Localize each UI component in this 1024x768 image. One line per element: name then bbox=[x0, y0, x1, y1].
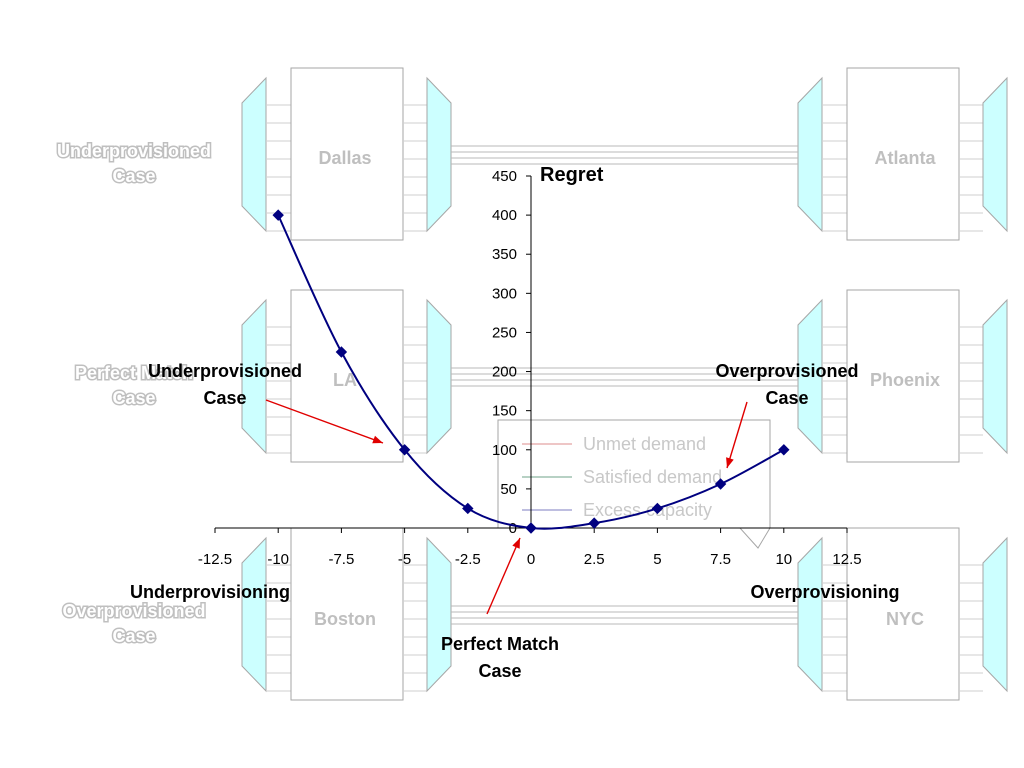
city-label: Dallas bbox=[318, 148, 371, 168]
x-tick-group: -12.5 -10 -7.5 -5 -2.5 0 2.5 5 7.5 10 12.5 bbox=[198, 528, 862, 568]
y-tick-label: 50 bbox=[500, 481, 517, 498]
left-switch-panel-b-1 bbox=[426, 298, 452, 455]
right-switch-panel-b-0 bbox=[982, 76, 1008, 233]
y-tick-label: 200 bbox=[492, 364, 517, 381]
city-label: Phoenix bbox=[870, 370, 940, 390]
perfect-case-arrow bbox=[486, 537, 521, 615]
over-case-arrow bbox=[726, 401, 748, 469]
background-case-label: Case bbox=[112, 626, 155, 646]
left-ports-a-0 bbox=[267, 104, 291, 232]
right-ports-a-2 bbox=[823, 564, 847, 692]
y-tick-label: 0 bbox=[509, 520, 517, 537]
legend-item: Unmet demand bbox=[583, 434, 706, 454]
y-tick-label: 400 bbox=[492, 207, 517, 224]
data-point-marker bbox=[525, 522, 537, 534]
link-bundle-1 bbox=[451, 367, 798, 387]
x-tick-label: 10 bbox=[775, 551, 792, 568]
data-point-marker bbox=[398, 444, 411, 456]
x-tick-label: 2.5 bbox=[584, 551, 605, 568]
right-switch-panel-b-1 bbox=[982, 298, 1008, 455]
x-tick-label: -2.5 bbox=[455, 551, 481, 568]
y-axis-title: Regret bbox=[540, 164, 604, 186]
left-city-box-1 bbox=[290, 289, 404, 463]
perfect-case-label-line1: Perfect Match bbox=[441, 634, 559, 654]
background-case-label: Overprovisioned bbox=[62, 601, 205, 621]
x-tick-label: -7.5 bbox=[328, 551, 354, 568]
y-tick-label: 300 bbox=[492, 285, 517, 302]
left-ports-a-2 bbox=[267, 564, 291, 692]
over-case-label-line1: Overprovisioned bbox=[715, 361, 858, 381]
regret-chart: -12.5 -10 -7.5 -5 -2.5 0 2.5 5 7.5 10 12.5 0 50 100 1… bbox=[198, 164, 862, 568]
link-bundle-0 bbox=[451, 145, 798, 165]
y-tick-label: 250 bbox=[492, 324, 517, 341]
left-ports-b-2 bbox=[403, 564, 427, 692]
y-tick-label: 450 bbox=[492, 168, 517, 185]
background-case-label: Case bbox=[112, 166, 155, 186]
left-city-box-0 bbox=[290, 67, 404, 241]
right-ports-b-1 bbox=[959, 326, 983, 454]
right-ports-a-0 bbox=[823, 104, 847, 232]
right-switch-panel-2 bbox=[797, 536, 823, 693]
left-ports-b-0 bbox=[403, 104, 427, 232]
x-tick-label: -5 bbox=[398, 551, 411, 568]
over-case-label-line2: Case bbox=[765, 388, 808, 408]
background-case-label: Perfect Match bbox=[75, 363, 193, 383]
y-tick-label: 150 bbox=[492, 403, 517, 420]
x-tick-label: -12.5 bbox=[198, 551, 232, 568]
under-case-label-line1: Underprovisioned bbox=[148, 361, 302, 381]
data-point-marker bbox=[335, 346, 348, 358]
x-tick-label: 12.5 bbox=[832, 551, 861, 568]
x-tick-label: 5 bbox=[653, 551, 661, 568]
right-ports-a-1 bbox=[823, 326, 847, 454]
left-ports-b-1 bbox=[403, 326, 427, 454]
overprovisioning-axis-label: Overprovisioning bbox=[750, 582, 899, 602]
data-point-marker bbox=[272, 209, 284, 221]
under-case-arrow bbox=[265, 399, 384, 444]
legend-item: Satisfied demand bbox=[583, 467, 722, 487]
x-tick-label: 0 bbox=[527, 551, 535, 568]
under-case-label-line2: Case bbox=[203, 388, 246, 408]
right-switch-panel-1 bbox=[797, 298, 823, 455]
right-switch-panel-0 bbox=[797, 76, 823, 233]
legend-item: Excess capacity bbox=[583, 500, 712, 520]
city-label: LA bbox=[333, 370, 357, 390]
annotation-arrows bbox=[265, 399, 748, 615]
data-point-marker bbox=[714, 478, 727, 490]
link-bundle-2 bbox=[451, 605, 798, 625]
city-label: Atlanta bbox=[874, 148, 936, 168]
x-tick-label: 7.5 bbox=[710, 551, 731, 568]
y-tick-label: 350 bbox=[492, 246, 517, 263]
data-point-marker bbox=[651, 502, 664, 515]
left-city-box-2 bbox=[290, 527, 404, 701]
right-city-box-2 bbox=[846, 527, 960, 701]
left-switch-panel-2 bbox=[241, 536, 267, 693]
right-ports-b-2 bbox=[959, 564, 983, 692]
left-switch-panel-0 bbox=[241, 76, 267, 233]
right-city-box-1 bbox=[846, 289, 960, 463]
perfect-case-label-line2: Case bbox=[478, 661, 521, 681]
left-switch-panel-b-2 bbox=[426, 536, 452, 693]
left-switch-panel-b-0 bbox=[426, 76, 452, 233]
right-city-box-0 bbox=[846, 67, 960, 241]
annotations: Underprovisioned Case Overprovisioned Ca… bbox=[130, 361, 900, 681]
y-tick-group: 0 50 100 150 200 250 300 350 400 450 bbox=[492, 168, 531, 537]
background-case-label: Case bbox=[112, 388, 155, 408]
right-ports-b-0 bbox=[959, 104, 983, 232]
data-point-marker bbox=[778, 444, 790, 456]
city-label: NYC bbox=[886, 609, 924, 629]
left-switch-panel-1 bbox=[241, 298, 267, 455]
background-case-label: Underprovisioned bbox=[57, 141, 211, 161]
data-point-markers bbox=[272, 209, 790, 534]
data-point-marker bbox=[588, 517, 600, 529]
data-point-marker bbox=[462, 502, 474, 515]
city-label: Boston bbox=[314, 609, 376, 629]
x-tick-label: -10 bbox=[267, 551, 289, 568]
right-switch-panel-b-2 bbox=[982, 536, 1008, 693]
left-ports-a-1 bbox=[267, 326, 291, 454]
underprovisioning-axis-label: Underprovisioning bbox=[130, 582, 290, 602]
y-tick-label: 100 bbox=[492, 442, 517, 459]
